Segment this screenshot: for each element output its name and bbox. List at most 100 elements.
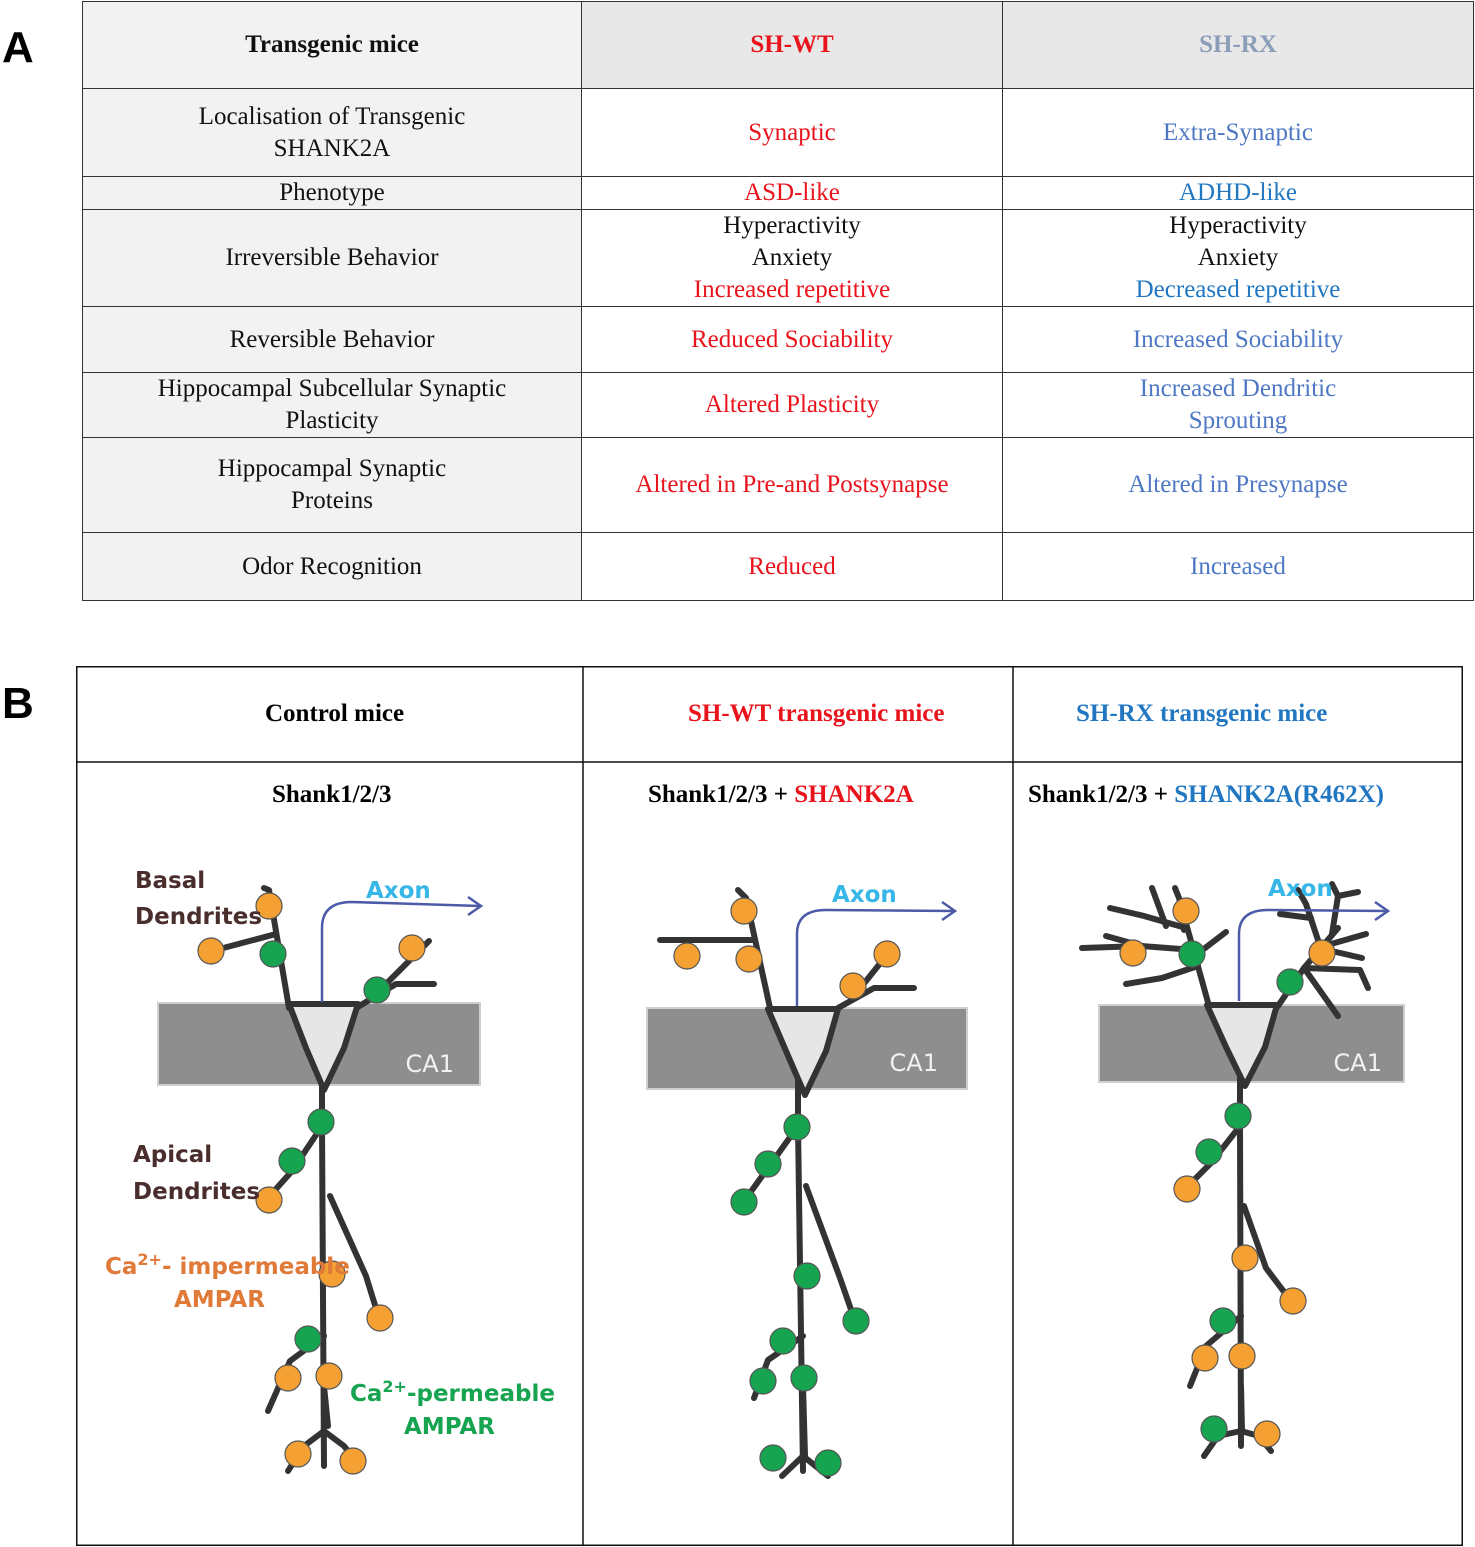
- orange-receptor: [197, 937, 225, 965]
- ca1-label-rx: CA1: [1334, 1049, 1382, 1077]
- row-label: Phenotype: [83, 177, 582, 209]
- subheader-wt: Shank1/2/3 + SHANK2A: [648, 781, 914, 808]
- green-receptor: [730, 1188, 758, 1216]
- rx-value: Increased Sociability: [1132, 325, 1344, 353]
- neuron-wt: [657, 887, 917, 1479]
- green-receptor: [1195, 1138, 1223, 1166]
- ca1-label-wt: CA1: [890, 1049, 938, 1077]
- green-receptor: [842, 1307, 870, 1335]
- green-receptor: [769, 1327, 797, 1355]
- green-receptor: [793, 1262, 821, 1290]
- orange-receptor: [1279, 1287, 1307, 1315]
- orange-receptor: [255, 892, 283, 920]
- wt-value: Altered in Pre-and Postsynapse: [582, 438, 1003, 532]
- orange-receptor: [315, 1362, 343, 1390]
- orange-receptor: [839, 972, 867, 1000]
- impermeable-label: Ca2+- impermeable: [105, 1250, 350, 1280]
- axon-wt: [795, 908, 955, 1006]
- neuron-rx: [1079, 881, 1371, 1459]
- green-receptor: [759, 1444, 787, 1472]
- panel-letter-b: B: [2, 679, 34, 728]
- table-row: Odor Recognition Reduced Increased: [83, 533, 1473, 600]
- orange-receptor: [1119, 939, 1147, 967]
- axon-arrowhead-wt: [941, 900, 958, 922]
- green-receptor: [783, 1113, 811, 1141]
- rx-value: Altered in Presynapse: [1128, 471, 1348, 498]
- ca1-label-control: CA1: [406, 1050, 454, 1078]
- basal-label-2: Dendrites: [135, 904, 262, 930]
- orange-receptor: [339, 1447, 367, 1475]
- receptors-rx: [1119, 897, 1336, 1448]
- panel-letter-a: A: [2, 23, 34, 72]
- green-receptor: [278, 1147, 306, 1175]
- green-receptor: [1200, 1415, 1228, 1443]
- green-receptor: [754, 1150, 782, 1178]
- orange-receptor: [730, 897, 758, 925]
- permeable-label: Ca2+-permeable: [350, 1377, 555, 1407]
- green-receptor: [1276, 968, 1304, 996]
- axon-arrowhead-rx: [1374, 900, 1391, 922]
- impermeable-label-ampar: AMPAR: [174, 1287, 265, 1313]
- green-receptor: [1209, 1307, 1237, 1335]
- green-receptor: [294, 1325, 322, 1353]
- receptors-wt: [673, 897, 901, 1477]
- header-transgenic-mice: Transgenic mice: [83, 2, 582, 88]
- orange-receptor: [274, 1364, 302, 1392]
- green-receptor: [1224, 1102, 1252, 1130]
- subheader-rx: Shank1/2/3 + SHANK2A(R462X): [1028, 781, 1384, 808]
- neuron-diagram-panel: CA1 CA1 CA1: [76, 666, 1463, 1546]
- header-control-mice: Control mice: [265, 700, 405, 727]
- green-receptor: [749, 1367, 777, 1395]
- orange-receptor: [284, 1440, 312, 1468]
- orange-receptor: [318, 1260, 346, 1288]
- permeable-label-ampar: AMPAR: [404, 1414, 495, 1440]
- header-sh-wt-mice: SH-WT transgenic mice: [688, 700, 945, 727]
- table-header-row: Transgenic mice SH-WT SH-RX: [83, 2, 1473, 89]
- wt-value: Reduced: [582, 533, 1003, 600]
- orange-receptor: [1308, 939, 1336, 967]
- row-label: Reversible Behavior: [83, 307, 582, 372]
- orange-receptor: [398, 934, 426, 962]
- green-receptor: [790, 1364, 818, 1392]
- panel-frame: [76, 666, 1463, 1546]
- orange-receptor: [1173, 1175, 1201, 1203]
- axon-rx: [1237, 908, 1388, 1001]
- wt-value: ASD-like: [582, 177, 1003, 209]
- green-receptor: [1178, 940, 1206, 968]
- green-receptor: [363, 976, 391, 1004]
- green-receptor: [259, 940, 287, 968]
- table-row: Phenotype ASD-like ADHD-like: [83, 177, 1473, 210]
- axon-label-control: Axon: [366, 878, 431, 904]
- row-label: Odor Recognition: [83, 533, 582, 600]
- wt-value: Synaptic: [582, 89, 1003, 176]
- header-sh-rx-mice: SH-RX transgenic mice: [1076, 700, 1328, 727]
- apical-label-1: Apical: [133, 1142, 212, 1168]
- orange-receptor: [1191, 1344, 1219, 1372]
- orange-receptor: [1231, 1244, 1259, 1272]
- apical-label-2: Dendrites: [133, 1179, 260, 1205]
- axon-label-rx: Axon: [1268, 876, 1333, 902]
- neuron-diagram: CA1 CA1 CA1: [76, 666, 1463, 1546]
- rx-value: Increased: [1190, 552, 1286, 580]
- table-row: Reversible Behavior Reduced Sociability …: [83, 307, 1473, 373]
- orange-receptor: [1172, 897, 1200, 925]
- rx-value: ADHD-like: [1178, 179, 1298, 206]
- orange-receptor: [673, 942, 701, 970]
- header-sh-rx: SH-RX: [1003, 2, 1473, 88]
- wt-value: Altered Plasticity: [582, 373, 1003, 437]
- header-sh-wt: SH-WT: [582, 2, 1003, 88]
- green-receptor: [307, 1108, 335, 1136]
- orange-receptor: [873, 940, 901, 968]
- axon-arrowhead-control: [467, 895, 484, 917]
- soma-wt: [765, 1006, 841, 1098]
- rx-value: Extra-Synaptic: [1163, 118, 1313, 146]
